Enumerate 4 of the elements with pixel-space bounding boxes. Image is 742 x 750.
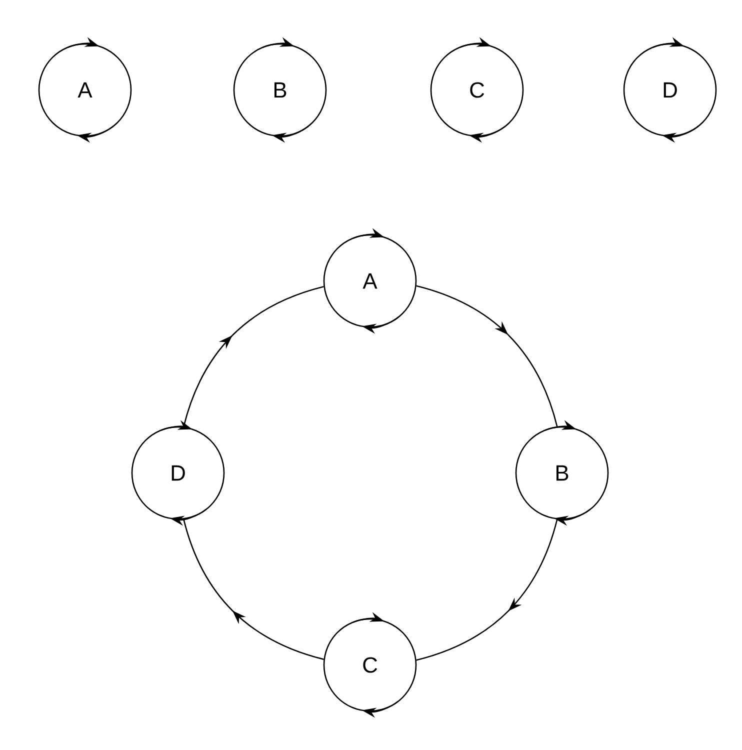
arrow — [416, 519, 558, 661]
arrow — [183, 286, 324, 427]
arrow — [183, 519, 324, 660]
arrow — [416, 285, 558, 427]
